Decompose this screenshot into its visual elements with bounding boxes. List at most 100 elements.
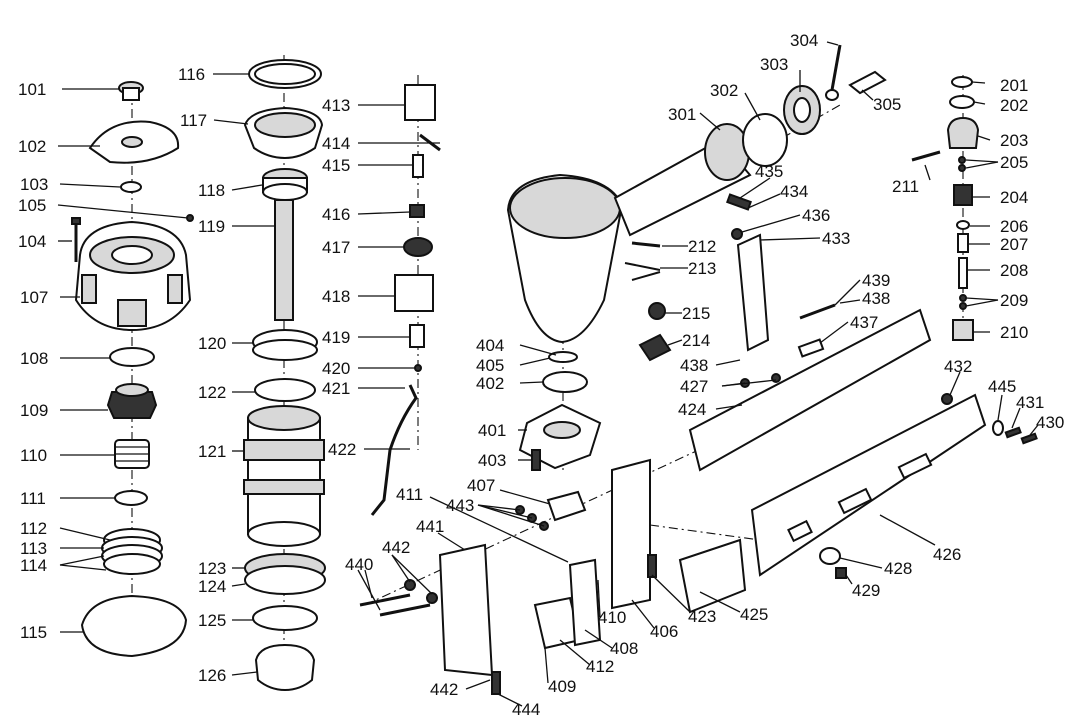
screw-423 (647, 554, 657, 578)
part-label: 214 (682, 331, 710, 350)
part-label: 302 (710, 81, 738, 100)
leader-lines (57, 41, 1039, 707)
part-label: 121 (198, 442, 226, 461)
screw-444 (491, 671, 501, 695)
part-label: 435 (755, 162, 783, 181)
valve-column-parts (911, 76, 980, 341)
part-label: 109 (20, 401, 48, 420)
head-valve-109 (106, 383, 158, 419)
part-label: 431 (1016, 393, 1044, 412)
washer-111 (114, 490, 148, 506)
plate-441 (438, 543, 494, 677)
o-ring-402 (542, 371, 588, 393)
o-ring-202 (949, 95, 975, 109)
part-label: 413 (322, 96, 350, 115)
part-label: 123 (198, 559, 226, 578)
part-label: 105 (18, 196, 46, 215)
part-label: 204 (1000, 188, 1028, 207)
part-label: 107 (20, 288, 48, 307)
nut-436 (731, 228, 743, 240)
o-ring-206 (956, 220, 970, 230)
part-label: 201 (1000, 76, 1028, 95)
part-label: 442 (430, 680, 458, 699)
part-label: 113 (20, 539, 47, 558)
part-label: 442 (382, 538, 410, 557)
o-ring-201 (951, 76, 973, 88)
spring-437 (797, 338, 825, 358)
pin-211 (911, 150, 941, 162)
spring-415 (412, 154, 424, 178)
part-label: 420 (322, 359, 350, 378)
cap-assembly-parts (71, 81, 194, 658)
part-label: 412 (586, 657, 614, 676)
washer-103 (120, 181, 142, 193)
part-label: 122 (198, 383, 226, 402)
part-label: 421 (322, 379, 350, 398)
bolt-440 (359, 593, 411, 607)
washer-405 (548, 351, 578, 363)
part-label: 422 (328, 440, 356, 459)
part-label: 429 (852, 581, 880, 600)
part-label: 427 (680, 377, 708, 396)
part-label: 301 (668, 105, 696, 124)
part-label: 116 (178, 65, 205, 84)
part-label: 118 (198, 181, 225, 200)
screw-429 (835, 567, 847, 579)
part-label: 108 (20, 349, 48, 368)
driver-blade-119 (274, 199, 294, 321)
nut-210 (952, 319, 974, 341)
piston-118 (262, 168, 308, 201)
frame-body-301 (506, 44, 887, 344)
part-label: 409 (548, 677, 576, 696)
exhaust-deflector-102 (88, 120, 180, 164)
o-ring-302 (742, 113, 788, 167)
part-label: 430 (1036, 413, 1064, 432)
block-407 (546, 490, 587, 522)
part-label: 304 (790, 31, 818, 50)
part-label: 441 (416, 517, 444, 536)
part-label: 410 (598, 608, 626, 627)
part-label: 419 (322, 328, 350, 347)
part-label: 423 (688, 607, 716, 626)
part-label: 445 (988, 377, 1016, 396)
part-label: 120 (198, 334, 226, 353)
part-label: 434 (780, 182, 808, 201)
part-label: 414 (322, 134, 350, 153)
part-label: 415 (322, 156, 350, 175)
bushing-419 (409, 324, 425, 348)
part-label: 418 (322, 287, 350, 306)
part-label: 416 (322, 205, 350, 224)
part-label: 111 (20, 489, 46, 508)
part-label: 417 (322, 238, 350, 257)
bolt-104 (71, 217, 81, 262)
part-label: 213 (688, 259, 716, 278)
spring-207 (957, 233, 969, 253)
valve-304 (830, 44, 842, 91)
part-label: 405 (476, 356, 504, 375)
contact-406 (611, 458, 651, 610)
part-labels: 101 102 103 105 104 107 108 109 110 111 … (18, 31, 1064, 719)
part-label: 209 (1000, 291, 1028, 310)
part-label: 124 (198, 577, 226, 596)
spring-215 (648, 302, 666, 320)
washer-445 (992, 420, 1004, 436)
part-label: 117 (180, 111, 207, 130)
part-label: 102 (18, 137, 46, 156)
o-ring-108 (109, 347, 155, 367)
trigger-column-parts (370, 84, 441, 516)
bolt-403 (531, 449, 541, 471)
part-label: 115 (20, 623, 47, 642)
part-label: 210 (1000, 323, 1028, 342)
part-label: 432 (944, 357, 972, 376)
seal-stack-112-114 (101, 528, 163, 575)
knob-101 (118, 81, 144, 101)
cylinder-column-parts (243, 59, 326, 692)
nose-drive-parts (359, 351, 747, 695)
trigger-413 (404, 84, 436, 121)
pin-439 (799, 303, 836, 320)
part-label: 126 (198, 666, 226, 685)
part-label: 119 (198, 217, 225, 236)
magazine-parts (624, 193, 1038, 579)
bracket-433 (736, 233, 770, 352)
